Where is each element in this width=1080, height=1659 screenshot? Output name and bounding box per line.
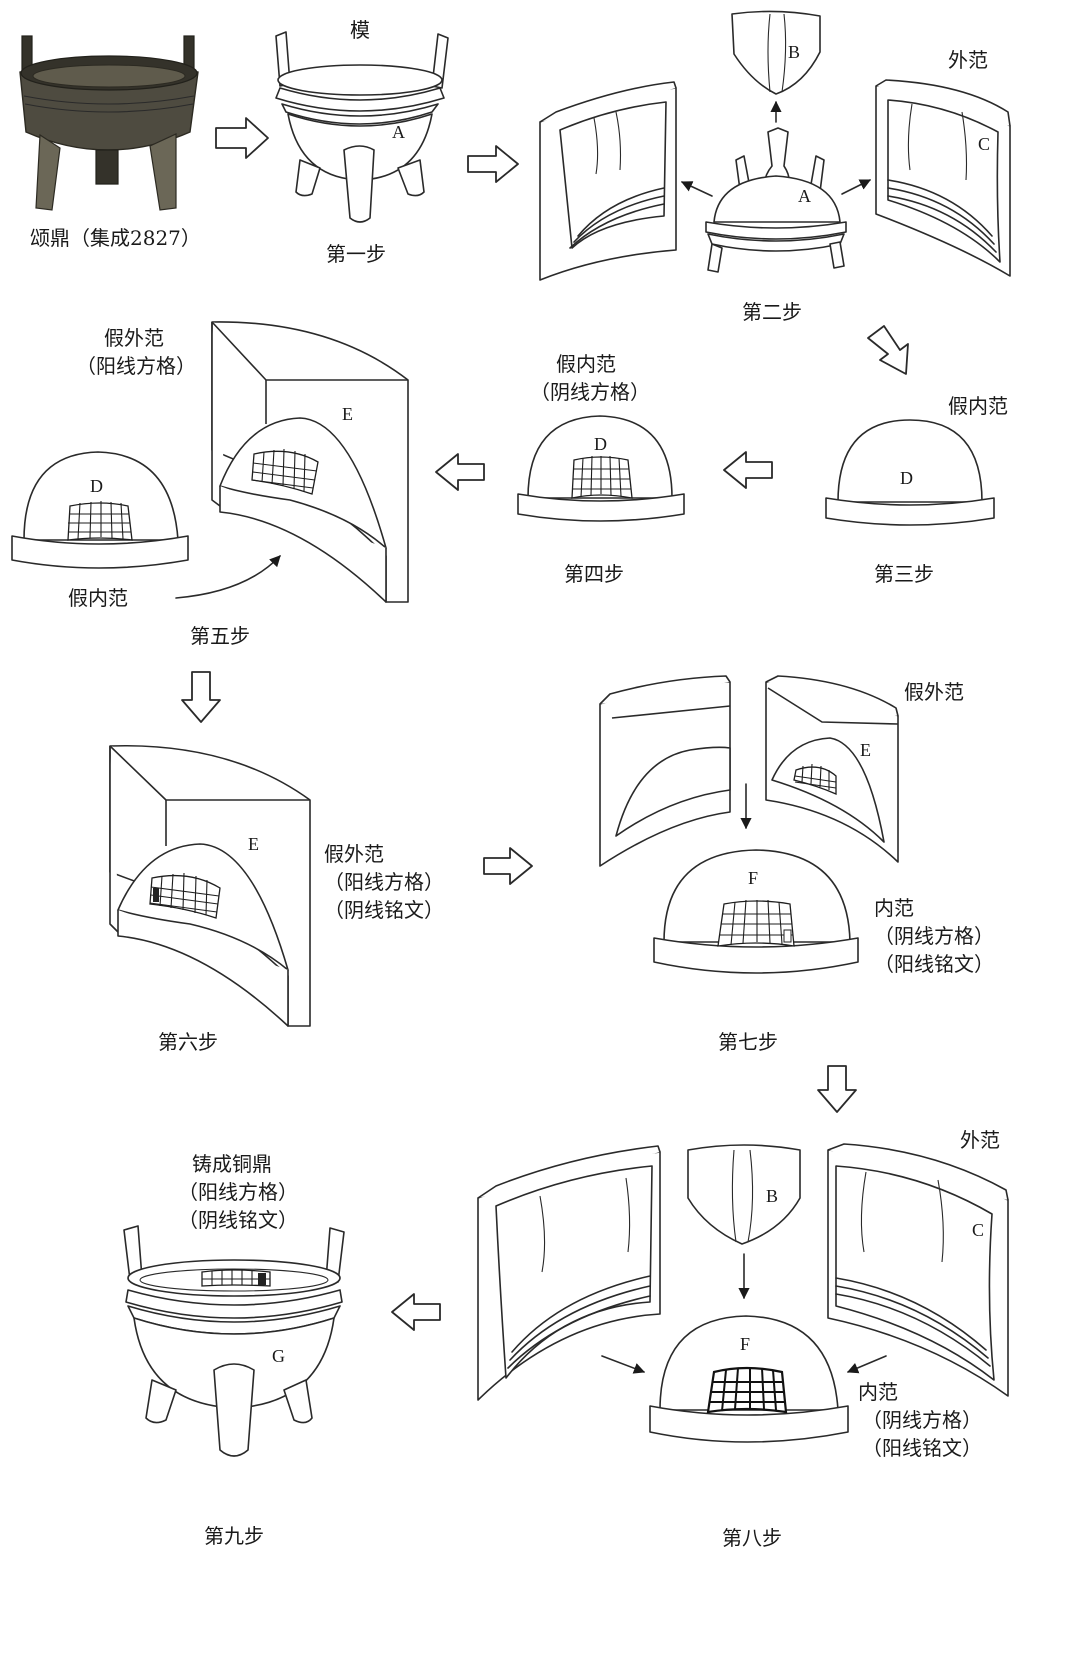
- hollow-arrow-down: [867, 325, 909, 375]
- step9-cast-label: 铸成铜鼎: [192, 1152, 272, 1176]
- hollow-arrow-left: [391, 1293, 441, 1331]
- step2-label: 第二步: [742, 300, 802, 324]
- fake-inner-mold-step4: [517, 415, 685, 522]
- fake-outer-mold-step5: [211, 321, 409, 603]
- fake-outer-mold-step6: [109, 744, 311, 1027]
- step1-mo-label: 模: [350, 18, 370, 42]
- step6-sub2-label: （阴线铭文）: [324, 898, 444, 922]
- step1-label: 第一步: [326, 242, 386, 266]
- core-b-step2: [731, 10, 821, 95]
- letter-e-step5: E: [342, 404, 353, 424]
- hollow-arrow-right: [483, 847, 533, 885]
- step2-outer-label: 外范: [948, 48, 988, 72]
- step8-inner-label: 内范: [858, 1380, 898, 1404]
- step4-fake-inner-label: 假内范: [556, 352, 616, 376]
- step7-sub2-label: （阳线铭文）: [874, 952, 994, 976]
- letter-a-step2: A: [798, 186, 811, 206]
- step8-label: 第八步: [722, 1526, 782, 1550]
- letter-f-step7: F: [748, 868, 759, 888]
- outer-mold-right-step8: [827, 1143, 1009, 1397]
- fake-outer-mold-left-step7: [599, 675, 731, 867]
- hollow-arrow-right: [467, 145, 519, 183]
- cast-ding-step9: [123, 1225, 345, 1457]
- step4-sub-label: （阴线方格）: [530, 380, 650, 404]
- photo-caption: 颂鼎（集成2827）: [30, 226, 201, 250]
- step7-label: 第七步: [718, 1030, 778, 1054]
- letter-e-step7: E: [860, 740, 871, 760]
- step6-label: 第六步: [158, 1030, 218, 1054]
- arrow-left-up: [680, 181, 713, 197]
- hollow-arrow-right: [215, 117, 269, 159]
- hollow-arrow-left: [723, 451, 773, 489]
- bronze-ding-photo: [19, 35, 199, 211]
- step5-label: 第五步: [190, 624, 250, 648]
- step4-label: 第四步: [564, 562, 624, 586]
- letter-d-step5: D: [90, 476, 103, 496]
- step8-sub2-label: （阳线铭文）: [862, 1436, 982, 1460]
- step7-inner-label: 内范: [874, 896, 914, 920]
- fake-inner-mold-step3: [825, 419, 995, 526]
- step7-fake-outer-label: 假外范: [904, 680, 964, 704]
- outer-mold-right-step2: [875, 79, 1011, 277]
- step6-sub1-label: （阳线方格）: [324, 870, 444, 894]
- inner-mold-step7: [653, 849, 859, 974]
- letter-a-step1: A: [392, 122, 405, 142]
- letter-c-step2: C: [978, 134, 991, 154]
- inner-mold-step8: [649, 1315, 849, 1443]
- letter-d-step4: D: [594, 434, 607, 454]
- letter-b-step8: B: [766, 1186, 779, 1206]
- letter-d-step3: D: [900, 468, 913, 488]
- model-a-step2: [705, 127, 847, 273]
- step5-fake-inner-label: 假内范: [68, 586, 128, 610]
- letter-c-step8: C: [972, 1220, 985, 1240]
- letter-f-step8: F: [740, 1334, 751, 1354]
- outer-mold-left-step2: [539, 81, 677, 281]
- step5-sub-label: （阳线方格）: [76, 354, 196, 378]
- hollow-arrow-down: [817, 1065, 857, 1113]
- hollow-arrow-down: [181, 671, 221, 723]
- fake-inner-mold-step5: [11, 451, 189, 569]
- step5-fake-outer-label: 假外范: [104, 326, 164, 350]
- step9-sub2-label: （阴线铭文）: [178, 1208, 298, 1232]
- arrow-right-up: [841, 179, 872, 195]
- step8-sub1-label: （阴线方格）: [862, 1408, 982, 1432]
- fake-outer-mold-right-step7: [765, 675, 899, 863]
- outer-mold-left-step8: [477, 1145, 661, 1401]
- arrow-right-down: [601, 1355, 646, 1374]
- step9-label: 第九步: [204, 1524, 264, 1548]
- step6-fake-outer-label: 假外范: [324, 842, 384, 866]
- core-b-step8: [687, 1144, 801, 1245]
- step7-sub1-label: （阴线方格）: [874, 924, 994, 948]
- step9-sub1-label: （阳线方格）: [178, 1180, 298, 1204]
- letter-g-step9: G: [272, 1346, 285, 1366]
- step8-outer-label: 外范: [960, 1128, 1000, 1152]
- letter-e-step6: E: [248, 834, 259, 854]
- model-a-step1: [275, 31, 449, 223]
- letter-b-step2: B: [788, 42, 801, 62]
- curved-arrow: [175, 555, 281, 599]
- step3-label: 第三步: [874, 562, 934, 586]
- hollow-arrow-left: [435, 453, 485, 491]
- step3-fake-inner-label: 假内范: [948, 394, 1008, 418]
- arrow-left-down: [846, 1355, 887, 1374]
